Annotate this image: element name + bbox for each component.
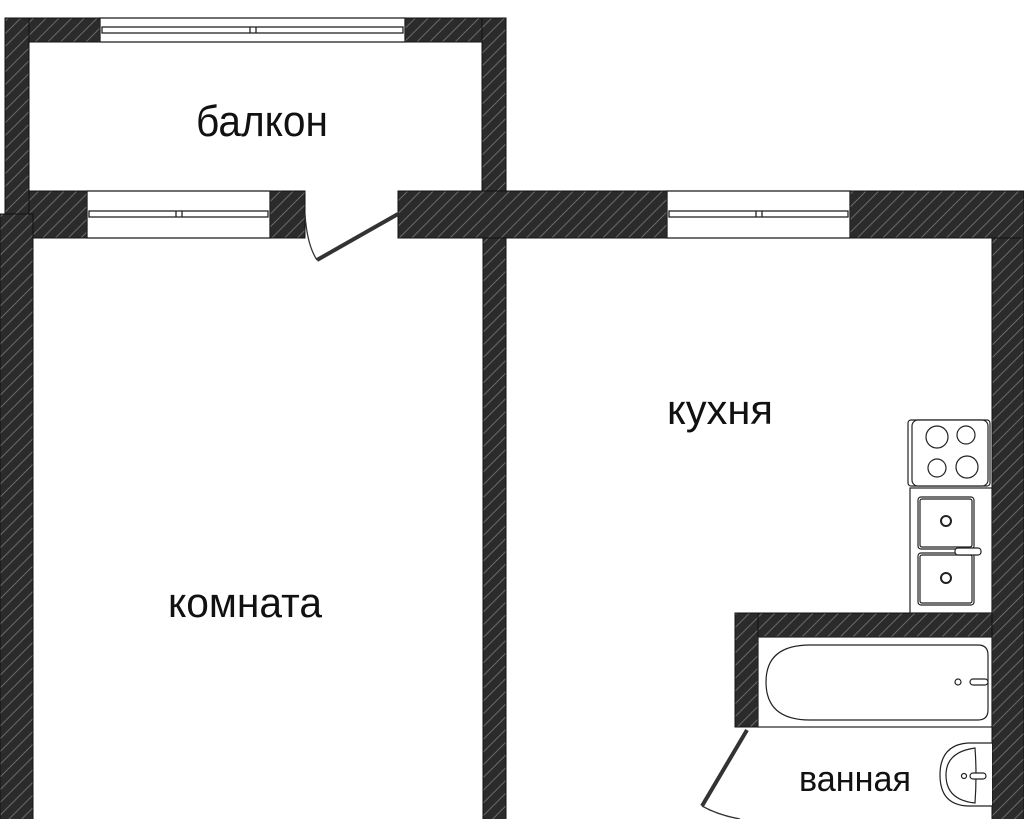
- room-left-wall: [0, 213, 34, 819]
- room-label-kitchen: кухня: [667, 386, 773, 433]
- burner: [925, 425, 949, 449]
- room-label-bathroom: ванная: [799, 758, 911, 799]
- room-label-balcony: балкон: [196, 97, 328, 146]
- room-label-room: комната: [168, 579, 323, 626]
- burner: [955, 455, 979, 479]
- windows: [86, 17, 851, 239]
- wash-basin: [939, 742, 992, 807]
- bathroom-left-wall: [734, 612, 759, 728]
- balcony-door: [304, 212, 399, 262]
- balcony-window: [99, 17, 406, 43]
- kitchen-window: [666, 190, 851, 239]
- bathroom-top-wall: [734, 612, 993, 638]
- walls: [0, 17, 1024, 819]
- bathtub: [757, 636, 993, 728]
- kitchen-sink: [909, 487, 993, 614]
- bathroom-door: [700, 728, 749, 819]
- balcony-left-wall: [4, 17, 30, 215]
- kitchen-right-wall: [991, 237, 1024, 819]
- burner: [927, 458, 947, 478]
- stove: [907, 419, 991, 487]
- burner: [956, 425, 976, 445]
- middle-wall: [482, 237, 507, 819]
- room-window: [86, 190, 271, 239]
- balcony-right-wall: [481, 17, 507, 192]
